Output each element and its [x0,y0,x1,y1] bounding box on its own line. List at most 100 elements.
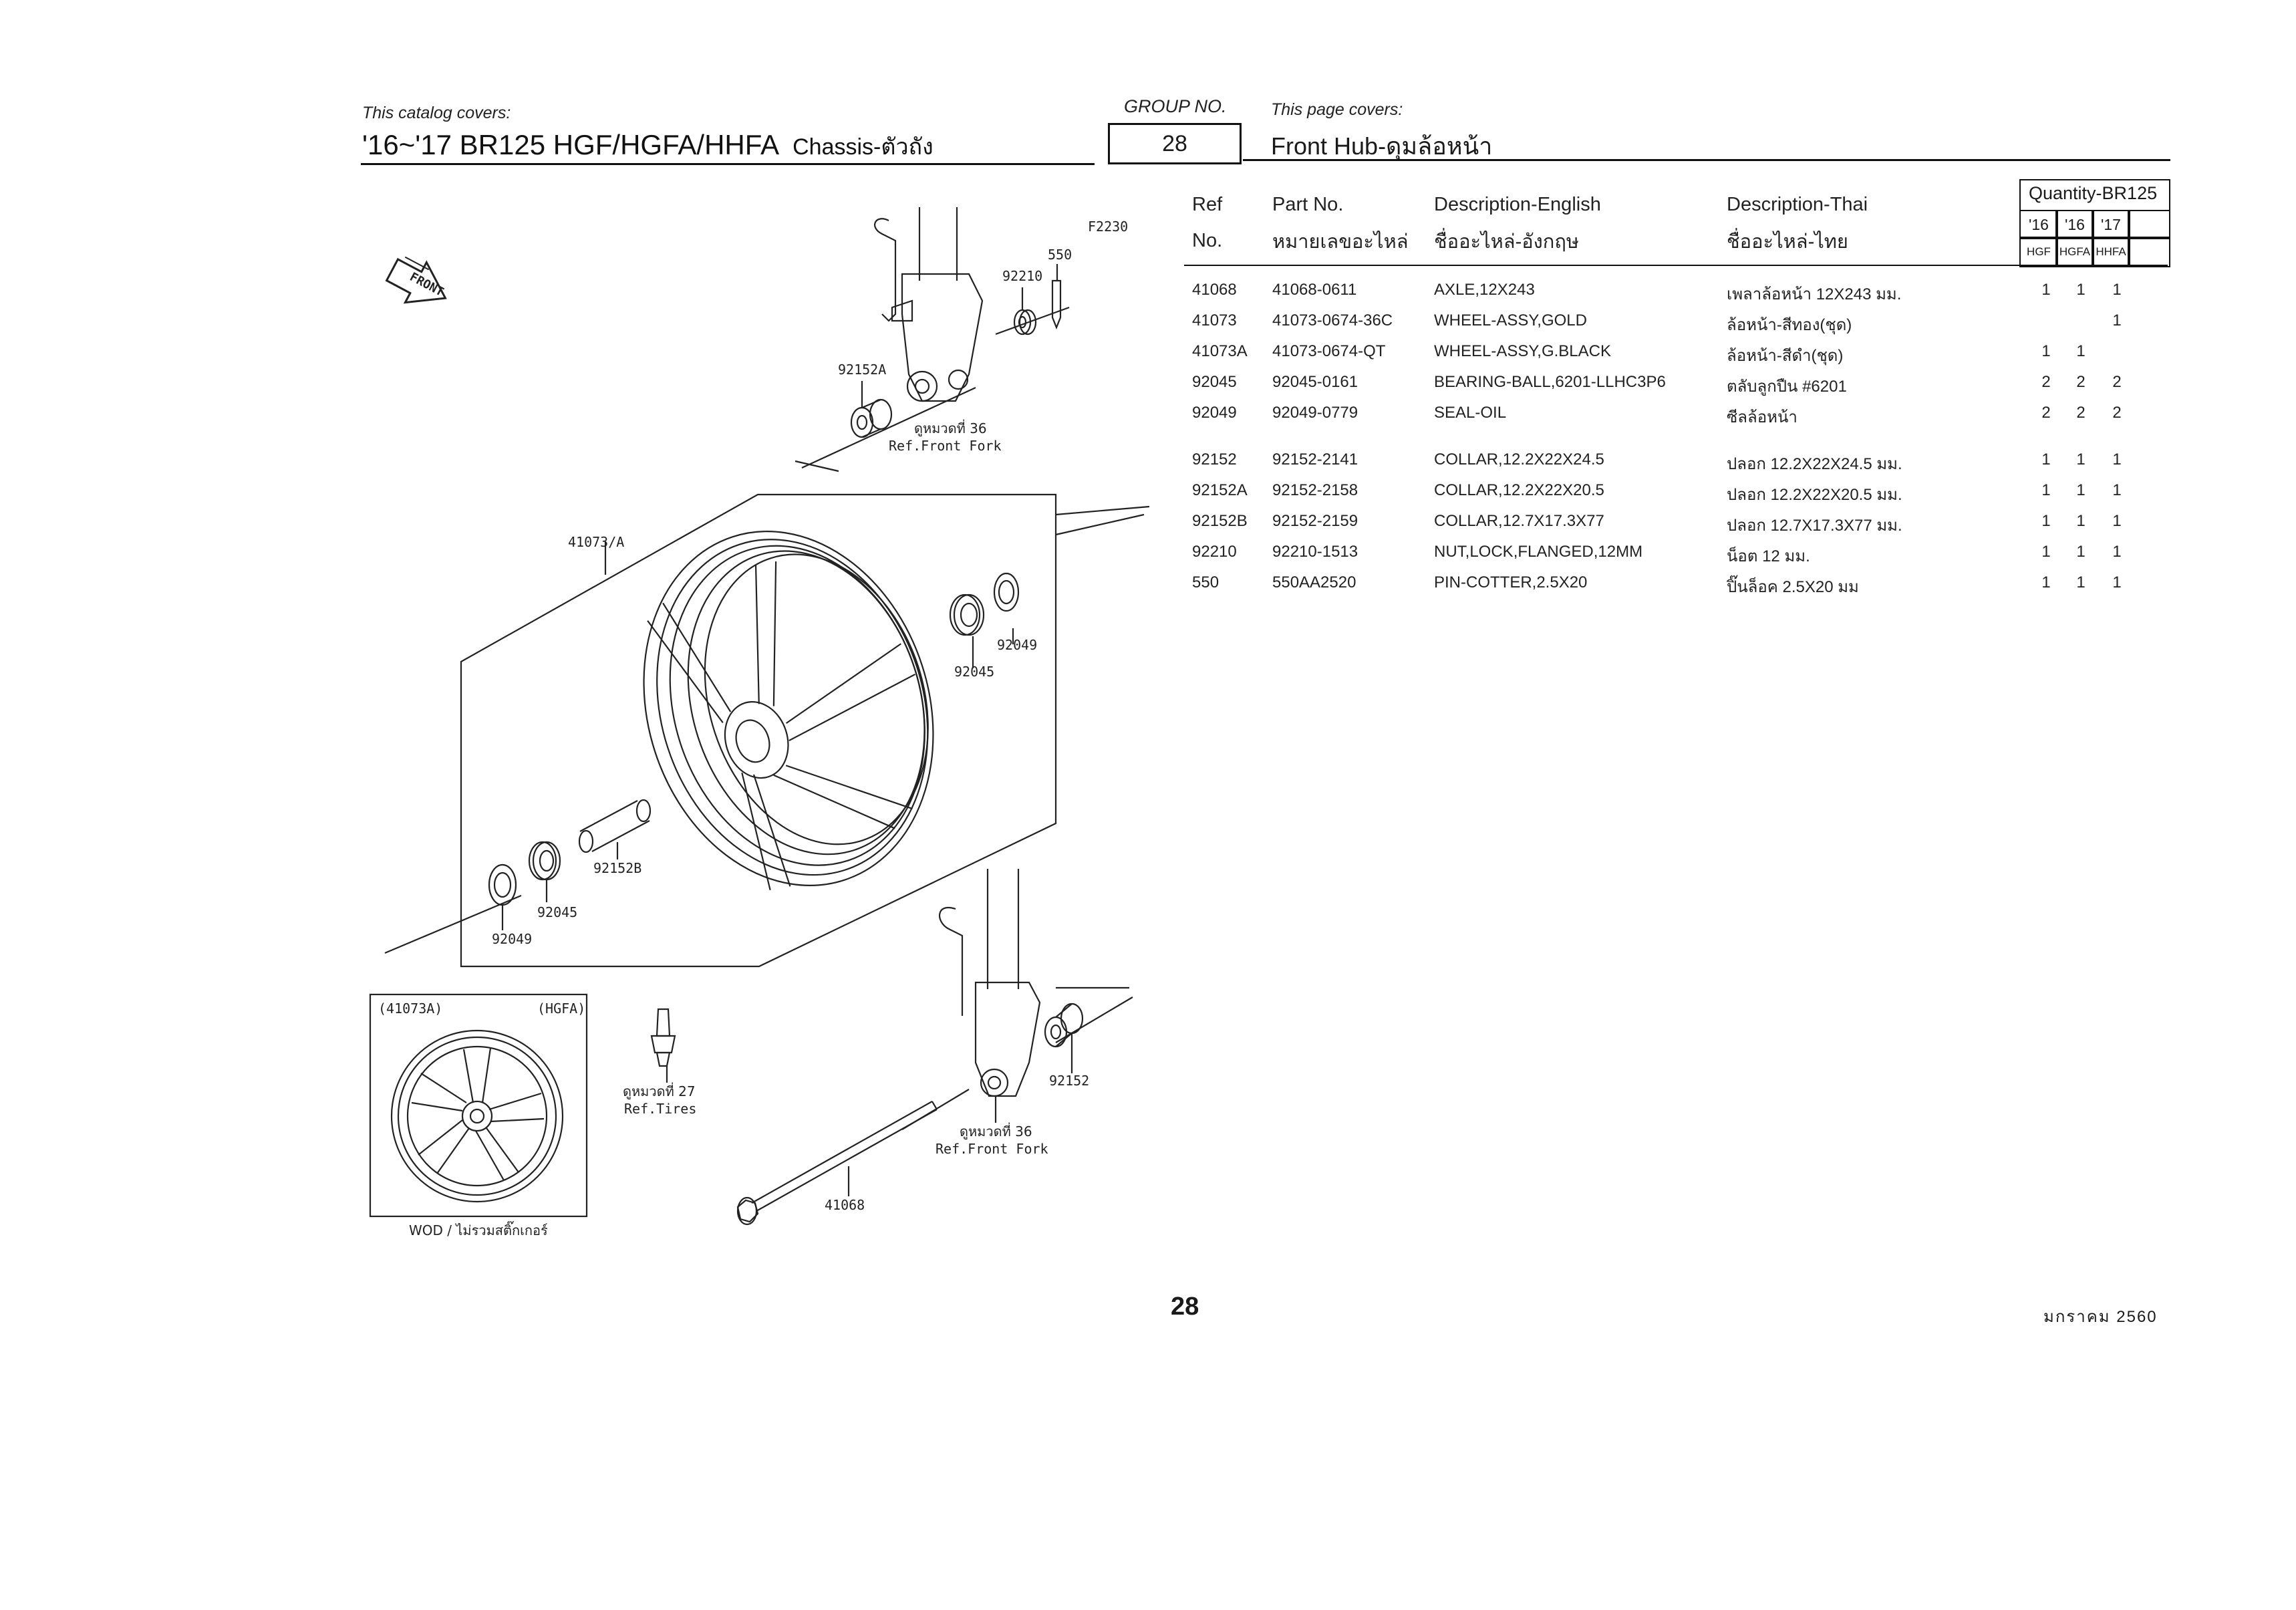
row-desc-en: SEAL-OIL [1434,404,1507,422]
front-wheel-drawing [643,531,934,891]
row-part-no: 92210-1513 [1272,543,1358,561]
qty-year-1: '16 [2019,210,2058,239]
row-qty-1: 1 [2041,573,2051,591]
collar-92152-part [1044,1002,1084,1048]
row-part-no: 92152-2159 [1272,512,1358,530]
row-qty-3: 1 [2112,481,2122,499]
row-desc-th: ล้อหน้า-สีทอง(ชุด) [1727,316,1852,334]
row-desc-en: NUT,LOCK,FLANGED,12MM [1434,543,1643,561]
callout-41068: 41068 [825,1197,865,1213]
parts-diagram: FRONT F2230 550 92210 92152A ดูหมวดที่ 3… [369,207,1150,1238]
inset-box [369,993,588,1218]
row-qty-2: 1 [2076,450,2086,468]
row-qty-2: 1 [2076,512,2086,530]
row-part-no: 41068-0611 [1272,281,1357,299]
inset-wheel-drawing [390,1029,564,1203]
row-part-no: 92045-0161 [1272,373,1358,391]
row-qty-1: 1 [2041,543,2051,561]
collar-92152a-part [850,398,893,438]
row-ref: 92152B [1192,512,1248,530]
front-fork-lower-drawing [901,869,1133,1130]
callout-ref-fork-1: Ref.Front Fork [889,438,1002,454]
qty-year-blank [2128,210,2170,239]
table-header-rule [1184,265,2168,266]
row-part-no: 92152-2158 [1272,481,1358,499]
qty-year-3: '17 [2092,210,2130,239]
row-ref: 41068 [1192,281,1237,299]
callout-92049-right: 92049 [997,637,1037,653]
col-ref-header: Ref [1192,194,1223,215]
row-desc-en: AXLE,12X243 [1434,281,1535,299]
collar-92152b-part [578,799,652,853]
row-part-no: 92152-2141 [1272,450,1358,468]
row-desc-th: ปลอก 12.2X22X20.5 มม. [1727,486,1902,504]
issue-date: มกราคม 2560 [2043,1308,2158,1326]
row-desc-th: ล้อหน้า-สีดำ(ชุด) [1727,347,1844,365]
front-arrow-icon [385,256,447,304]
row-qty-2: 1 [2076,573,2086,591]
row-desc-th: ซีลล้อหน้า [1727,408,1798,426]
row-qty-3: 1 [2112,281,2122,299]
row-part-no: 41073-0674-36C [1272,311,1393,329]
row-desc-en: COLLAR,12.7X17.3X77 [1434,512,1604,530]
group-label: GROUP NO. [1124,96,1227,116]
row-qty-1: 1 [2041,481,2051,499]
row-qty-3: 1 [2112,573,2122,591]
bearing-right-part [949,593,985,636]
axle-part [736,1101,938,1226]
header-rule-left [361,163,1095,165]
row-qty-3: 1 [2112,543,2122,561]
group-number: 28 [1108,123,1242,164]
row-qty-3: 1 [2112,512,2122,530]
row-qty-1: 1 [2041,512,2051,530]
bearing-left-part [528,841,561,881]
callout-ref-tires: Ref.Tires [624,1101,696,1117]
callout-92049-left: 92049 [492,931,532,947]
qty-model-2: HGFA [2055,237,2094,267]
callout-92152a: 92152A [838,362,886,378]
callout-ref-fork-th-1: ดูหมวดที่ 36 [914,419,987,437]
seal-right-part [993,572,1020,612]
row-ref: 41073 [1192,311,1237,329]
row-part-no: 41073-0674-QT [1272,342,1386,360]
callout-ref-tires-th: ดูหมวดที่ 27 [623,1082,696,1100]
row-qty-3: 2 [2112,404,2122,422]
page-title: Front Hub-ดุมล้อหน้า [1271,132,1493,160]
col-en-header: Description-English [1434,194,1601,215]
callout-41073: 41073/A [568,534,624,550]
row-desc-en: COLLAR,12.2X22X20.5 [1434,481,1604,499]
row-part-no: 92049-0779 [1272,404,1358,422]
callout-92045-right: 92045 [954,664,994,680]
row-desc-en: COLLAR,12.2X22X24.5 [1434,450,1604,468]
row-desc-th: เพลาล้อหน้า 12X243 มม. [1727,285,1902,303]
lock-nut-part [1013,309,1037,336]
front-fork-upper-drawing [795,207,1070,473]
row-desc-th: ตลับลูกปืน #6201 [1727,378,1847,396]
row-desc-th: ปลอก 12.2X22X24.5 มม. [1727,455,1902,473]
inset-model: (HGFA) [537,1000,585,1017]
col-th-header-2: ชื่ออะไหล่-ไทย [1727,231,1848,253]
row-qty-1: 1 [2041,281,2051,299]
page-covers-label: This page covers: [1271,100,1403,119]
callout-ref-fork-th-2: ดูหมวดที่ 36 [960,1122,1032,1140]
col-part-header-2: หมายเลขอะไหล่ [1272,231,1409,253]
row-desc-en: WHEEL-ASSY,GOLD [1434,311,1587,329]
row-desc-en: PIN-COTTER,2.5X20 [1434,573,1588,591]
row-qty-2: 1 [2076,281,2086,299]
row-desc-th: น็อต 12 มม. [1727,547,1810,565]
tire-valve-part [650,1008,676,1067]
col-ref-header-2: No. [1192,230,1223,251]
col-en-header-2: ชื่ออะไหล่-อังกฤษ [1434,231,1580,253]
row-qty-2: 2 [2076,373,2086,391]
row-qty-1: 1 [2041,450,2051,468]
row-ref: 41073A [1192,342,1248,360]
seal-left-part [488,863,517,906]
inset-ref: (41073A) [378,1000,442,1017]
col-part-header: Part No. [1272,194,1344,215]
catalog-covers-label: This catalog covers: [362,104,511,122]
row-qty-2: 1 [2076,543,2086,561]
row-desc-th: ปลอก 12.7X17.3X77 มม. [1727,517,1902,535]
row-ref: 550 [1192,573,1219,591]
callout-92210: 92210 [1002,268,1042,284]
